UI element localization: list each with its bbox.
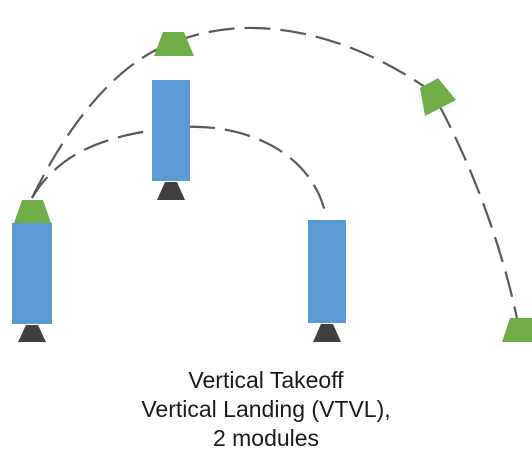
engine-nozzle-landed <box>313 324 341 342</box>
booster-body-landed <box>308 220 346 323</box>
capsule-trajectory-path <box>31 26 519 319</box>
booster-apex <box>152 80 190 200</box>
caption-line-2: Vertical Landing (VTVL), <box>141 396 391 422</box>
trajectory-paths <box>31 26 519 319</box>
booster-body-apex <box>152 80 190 181</box>
caption-line-3: 2 modules <box>212 425 320 451</box>
diagram-caption: Vertical Takeoff Vertical Landing (VTVL)… <box>66 366 466 453</box>
capsule-on-stack <box>14 200 51 223</box>
capsule-apex <box>154 32 194 56</box>
engine-nozzle-apex <box>157 182 185 200</box>
booster-landed <box>308 220 346 342</box>
capsule-landed <box>502 318 532 342</box>
engine-nozzle-launch <box>18 325 46 342</box>
booster-body-launch <box>12 223 52 324</box>
caption-line-1: Vertical Takeoff <box>188 367 344 393</box>
stacked-vehicle-launch <box>12 200 52 342</box>
capsule-descending <box>420 78 456 116</box>
